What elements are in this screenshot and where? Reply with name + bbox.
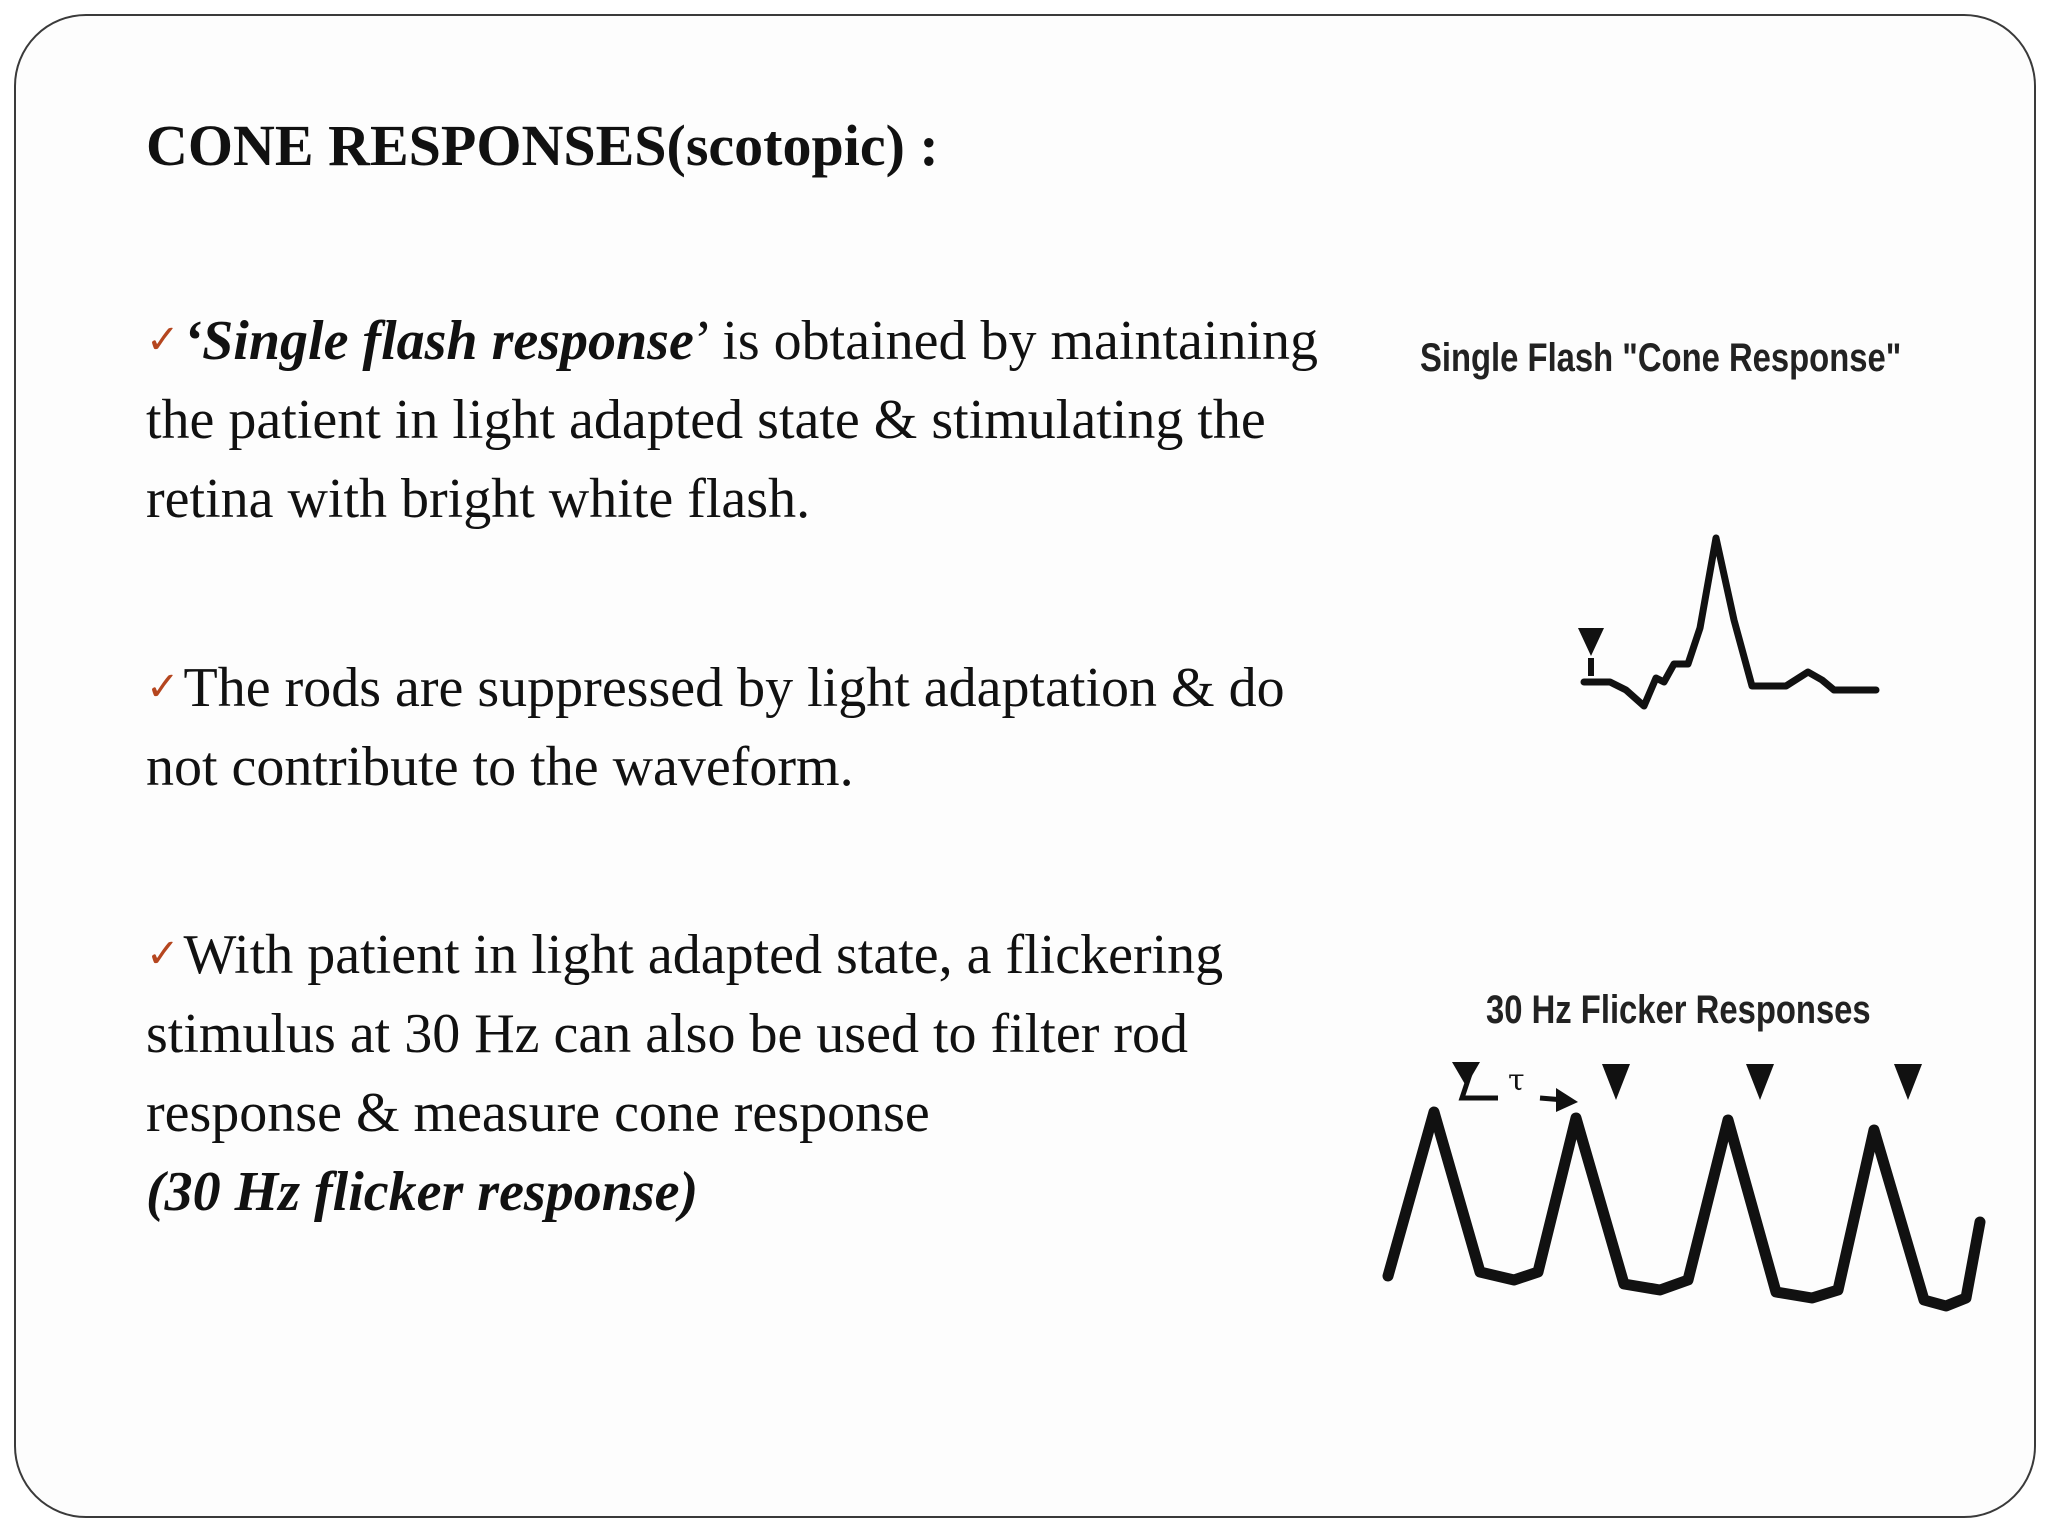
- checkmark-icon: ✓: [146, 664, 180, 709]
- single-flash-waveform: [1578, 534, 1880, 710]
- tau-symbol: τ: [1508, 1063, 1525, 1098]
- single-flash-trace: [1580, 534, 1880, 710]
- flicker-marker-1: [1602, 1064, 1630, 1100]
- tau-arrow-left: [1452, 1062, 1480, 1086]
- quote-close: ’: [693, 310, 709, 372]
- flicker-marker-2: [1746, 1064, 1774, 1100]
- slide-frame: [14, 14, 2036, 1518]
- bullet-text: The rods are suppressed by light adaptat…: [146, 657, 1285, 798]
- flash-marker-arrow: [1578, 628, 1604, 656]
- bullet-text: With patient in light adapted state, a f…: [146, 924, 1224, 1144]
- checkmark-icon: ✓: [146, 931, 180, 976]
- checkmark-icon: ✓: [146, 317, 180, 362]
- bullet-single-flash: ✓‘Single flash response’ is obtained by …: [146, 300, 1346, 539]
- bullet-text: is obtained by maintaining the patient i…: [146, 310, 1318, 530]
- single-flash-figure-label: Single Flash "Cone Response": [1420, 336, 1902, 380]
- slide-title: CONE RESPONSES(scotopic) :: [146, 113, 939, 178]
- flicker-waveform: τ: [1382, 1062, 1986, 1312]
- flicker-marker-3: [1894, 1064, 1922, 1100]
- flicker-trace: [1382, 1106, 1986, 1312]
- tau-arrow-right: [1556, 1088, 1578, 1112]
- flicker-term: (30 Hz flicker response): [146, 1161, 699, 1223]
- single-flash-term: ‘Single flash response: [183, 310, 694, 372]
- bullet-rods-suppressed: ✓The rods are suppressed by light adapta…: [146, 647, 1346, 807]
- bullet-flicker: ✓With patient in light adapted state, a …: [146, 914, 1346, 1232]
- flicker-figure-label: 30 Hz Flicker Responses: [1486, 988, 1871, 1032]
